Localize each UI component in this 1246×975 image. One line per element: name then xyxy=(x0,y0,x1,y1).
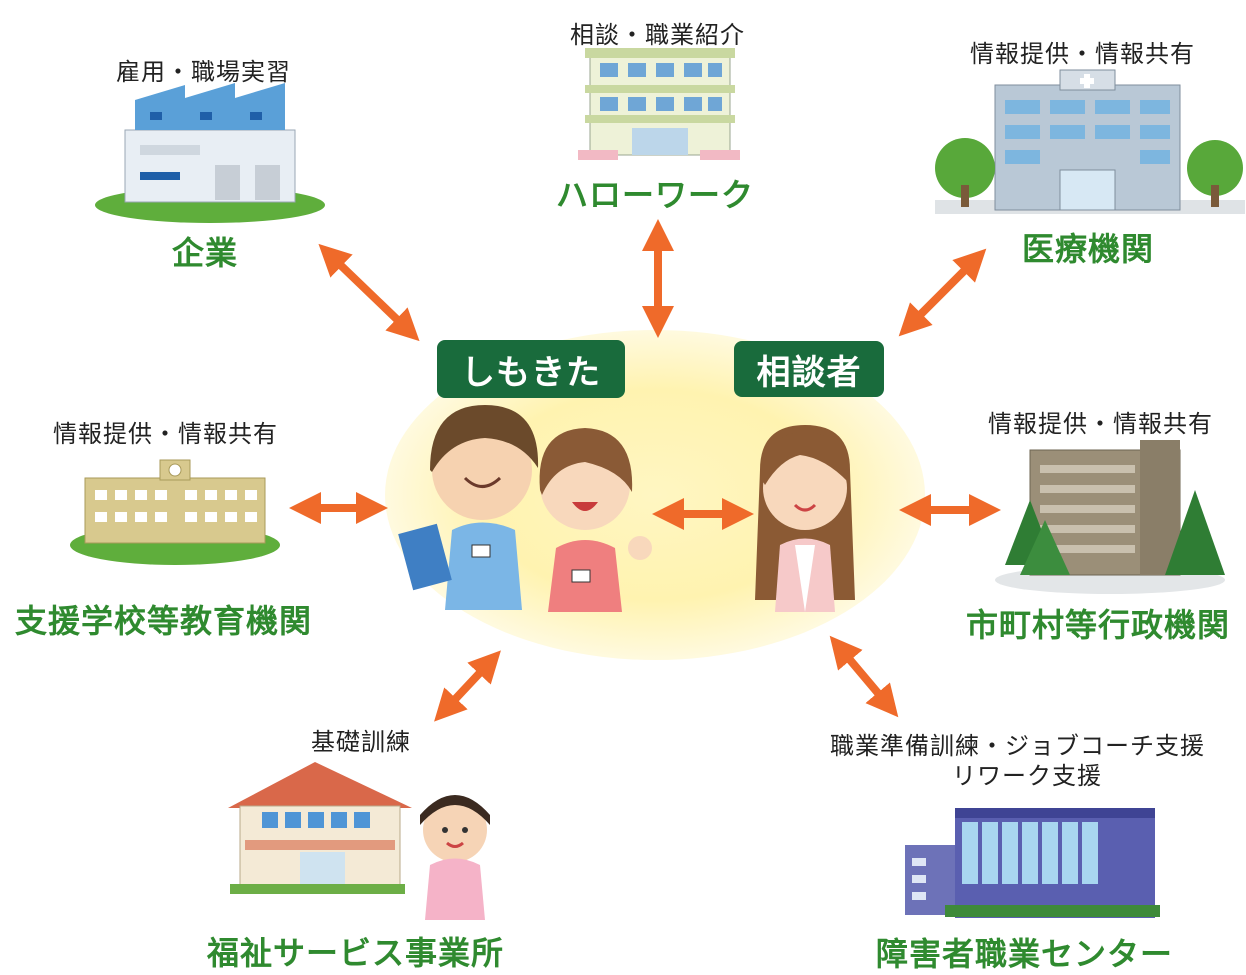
vocational-name: 障害者職業センター xyxy=(876,935,1174,973)
shimokita-badge: しもきた xyxy=(437,340,625,398)
hellowork-name: ハローワーク xyxy=(556,176,755,214)
welfare-role: 基礎訓練 xyxy=(311,728,411,756)
factory-icon xyxy=(95,83,325,223)
municipal-name: 市町村等行政機関 xyxy=(966,606,1231,644)
medical-name: 医療機関 xyxy=(1022,230,1155,268)
company-name: 企業 xyxy=(172,234,239,272)
medical-role: 情報提供・情報共有 xyxy=(970,40,1195,68)
consultee-icon xyxy=(755,425,855,612)
vocational-center-icon xyxy=(905,808,1160,918)
vocational-role-line2: リワーク支援 xyxy=(952,762,1102,790)
welfare-house-icon xyxy=(228,762,412,894)
welfare-name: 福祉サービス事業所 xyxy=(207,934,505,972)
arrow-company xyxy=(318,243,420,342)
hospital-icon xyxy=(935,69,1245,214)
office-building-icon xyxy=(578,48,740,160)
school-icon xyxy=(70,459,280,565)
arrow-welfare xyxy=(434,650,501,722)
arrow-medical xyxy=(898,248,987,337)
consultee-badge: 相談者 xyxy=(734,341,884,397)
government-office-icon xyxy=(995,440,1225,594)
arrow-vocational xyxy=(829,635,899,718)
welfare-staff-icon xyxy=(420,795,490,920)
hellowork-role: 相談・職業紹介 xyxy=(570,21,745,49)
municipal-role: 情報提供・情報共有 xyxy=(988,410,1213,438)
school-name: 支援学校等教育機関 xyxy=(15,602,313,640)
company-role: 雇用・職場実習 xyxy=(116,58,291,86)
staff-people-icon xyxy=(398,405,652,612)
school-role: 情報提供・情報共有 xyxy=(53,420,278,448)
vocational-role-line1: 職業準備訓練・ジョブコーチ支援 xyxy=(830,732,1205,760)
